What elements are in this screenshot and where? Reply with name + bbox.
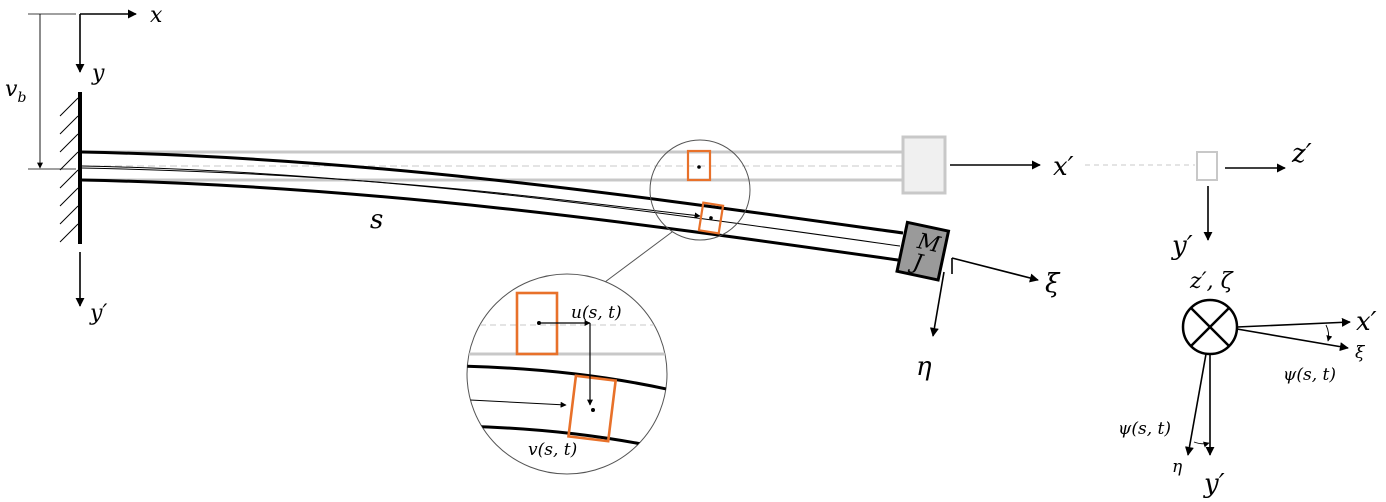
- eta-sec-axis: [1184, 353, 1207, 456]
- tip-mass: M J: [895, 220, 951, 282]
- xi-label: ξ: [1045, 269, 1061, 299]
- eta-axis: [929, 271, 945, 337]
- element-deformed-center: [709, 216, 713, 220]
- z-zeta-label: z′, ζ: [1189, 269, 1235, 294]
- mass-label: M: [914, 229, 943, 258]
- side-view: z′ y′: [1171, 139, 1312, 261]
- eta-label: η: [916, 352, 932, 382]
- zoom-arc-arrow: [469, 399, 567, 408]
- fixed-support: [59, 92, 82, 244]
- zoom-element-deformed: [567, 374, 618, 443]
- psi-bottom-label: ψ(s, t): [1118, 419, 1171, 439]
- vb-label-text: v: [5, 77, 18, 102]
- xi-sec-label: ξ: [1355, 343, 1366, 363]
- element-deformed-box: [697, 201, 725, 235]
- element-undeformed-center: [697, 165, 701, 169]
- x-prime-sec-label: x′: [1356, 307, 1377, 337]
- element-deformed: [697, 201, 725, 235]
- tip-mass-box: [895, 220, 951, 282]
- y-prime-sec-label: y′: [1203, 469, 1225, 499]
- magnifier-circle: [649, 139, 751, 241]
- z-prime-label: z′: [1291, 139, 1312, 169]
- zoom-detail: u(s, t) v(s, t): [466, 273, 668, 475]
- v-label: v(s, t): [528, 440, 577, 460]
- psi-right-label: ψ(s, t): [1283, 365, 1336, 385]
- global-axes: x y: [75, 3, 163, 86]
- vb-subscript: b: [17, 90, 26, 106]
- y-prime-label-side: y′: [1171, 231, 1193, 261]
- side-element: [1196, 151, 1218, 181]
- magnifier-leader: [604, 231, 673, 283]
- eta-sec-label: η: [1172, 457, 1183, 477]
- y-prime-label-left: y′: [89, 301, 107, 326]
- arc-length-arrow: [81, 167, 701, 219]
- psi-angle-arc-bottom: [1193, 441, 1210, 448]
- x-prime-sec-axis: [1236, 317, 1351, 328]
- undeformed-mass: [901, 135, 947, 195]
- u-label: u(s, t): [571, 303, 622, 323]
- y-axis-label: y: [91, 61, 105, 86]
- x-axis-label: x: [150, 3, 163, 28]
- psi-angle-arc-right: [1325, 324, 1333, 342]
- tip-local-frame: ξ η: [916, 257, 1061, 382]
- xi-sec-axis: [1236, 328, 1349, 352]
- vb-label: vb: [5, 77, 26, 106]
- element-undeformed: [686, 149, 712, 182]
- xi-axis: [951, 257, 1039, 283]
- x-prime-label: x′: [1053, 152, 1074, 182]
- deformed-beam: [81, 150, 904, 262]
- base-displacement-dimension: vb: [5, 13, 76, 170]
- rotation-view: z′, ζ x′ ξ ψ(s, t) y′ η ψ(s, t): [1118, 269, 1377, 499]
- arc-length-label: s: [370, 205, 383, 235]
